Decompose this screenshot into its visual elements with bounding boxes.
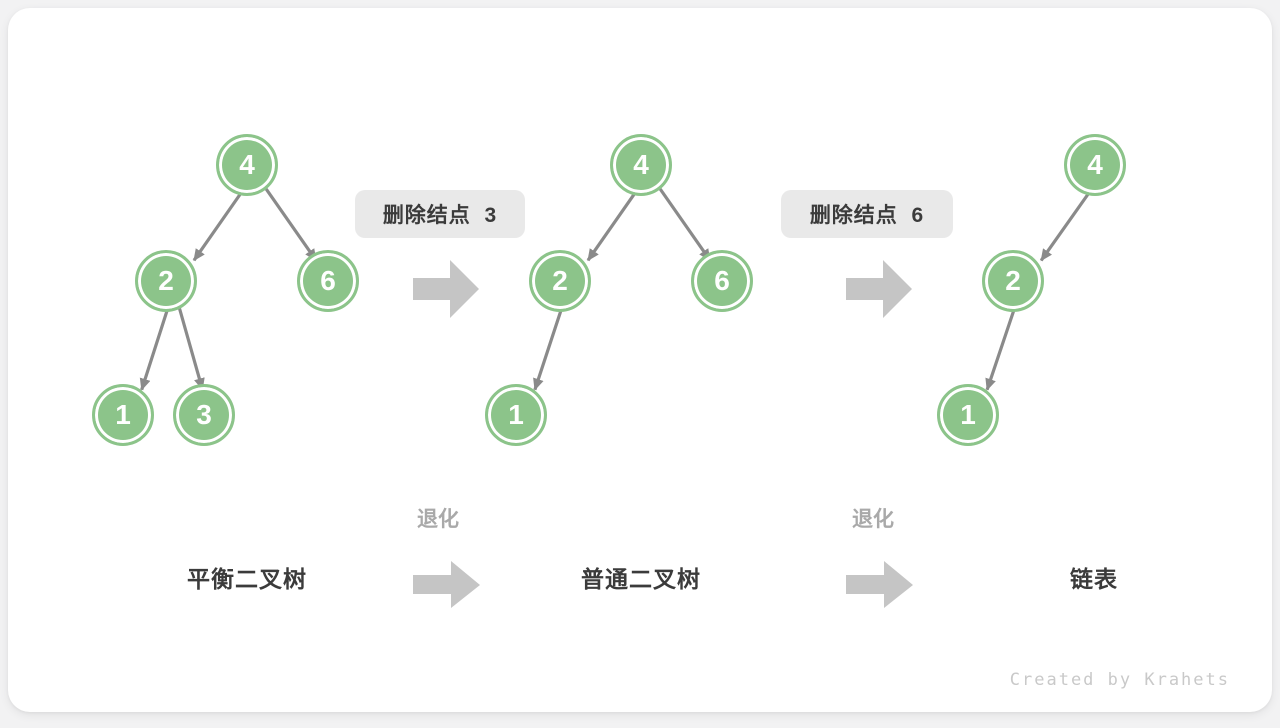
- watermark-credit: Created by Krahets: [1009, 670, 1230, 690]
- stage-label-linked-list: 链表: [1070, 566, 1118, 592]
- block-arrow-top-left-icon: [413, 260, 479, 318]
- stage-label-balanced-binary-tree: 平衡二叉树: [187, 566, 307, 592]
- tree-node: 4: [216, 134, 278, 196]
- delete-node-6-label: 删除结点 6: [781, 190, 953, 238]
- block-arrow-top-right-icon: [846, 260, 912, 318]
- tree-node: 1: [92, 384, 154, 446]
- tree-node: 2: [135, 250, 197, 312]
- tree-node: 1: [485, 384, 547, 446]
- edges-and-arrows-layer: [139, 172, 1105, 608]
- tree-node: 1: [937, 384, 999, 446]
- block-arrow-bottom-right-icon: [846, 561, 913, 608]
- tree-node: 6: [297, 250, 359, 312]
- delete-node-3-label: 删除结点 3: [355, 190, 525, 238]
- stage-label-ordinary-binary-tree: 普通二叉树: [581, 566, 701, 592]
- tree-node: 4: [610, 134, 672, 196]
- degrade-caption-left: 退化: [417, 508, 459, 531]
- tree-node: 4: [1064, 134, 1126, 196]
- tree-node: 2: [982, 250, 1044, 312]
- tree-node: 2: [529, 250, 591, 312]
- degrade-caption-right: 退化: [852, 508, 894, 531]
- block-arrow-bottom-left-icon: [413, 561, 480, 608]
- tree-node: 6: [691, 250, 753, 312]
- tree-node: 3: [173, 384, 235, 446]
- diagram-card: 4 2 6 1 3 4 2 6 1 4 2 1 删除结点 3 删除结点 6 退化…: [8, 8, 1272, 712]
